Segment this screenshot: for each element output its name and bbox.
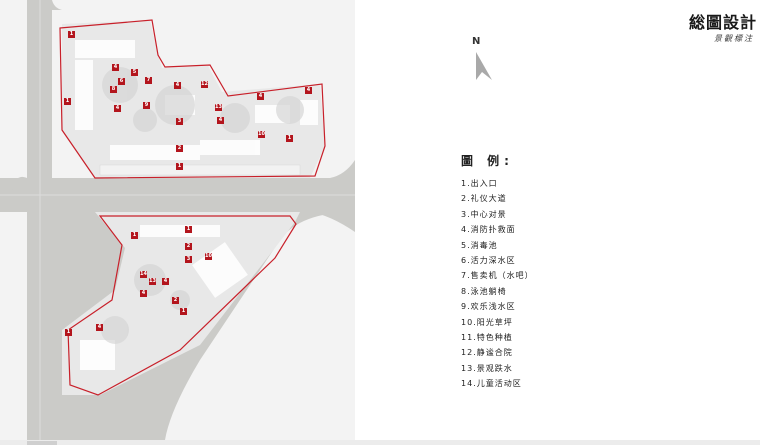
map-marker-2: 2 [176, 145, 183, 152]
map-marker-1: 1 [180, 308, 187, 315]
map-marker-8: 8 [110, 86, 117, 93]
map-marker-4: 4 [112, 64, 119, 71]
legend-item: 7.售卖机（水吧） [461, 271, 534, 281]
map-marker-10: 10 [205, 253, 212, 260]
north-label: N [472, 36, 481, 47]
map-marker-14: 14 [140, 271, 147, 278]
map-marker-9: 9 [143, 102, 150, 109]
legend-item: 2.礼仪大道 [461, 194, 507, 204]
map-marker-1: 1 [64, 98, 71, 105]
bottom-scrollbar-track[interactable] [0, 440, 760, 445]
legend-item: 13.景观跌水 [461, 363, 513, 373]
legend-item: 6.活力深水区 [461, 255, 516, 265]
north-arrow-icon [476, 52, 492, 80]
drawing-subtitle: 景觀標注 [714, 34, 754, 43]
legend-item: 1.出入口 [461, 179, 498, 188]
title-block: 総圖設計 景觀標注 [689, 14, 757, 44]
legend-item: 5.消毒池 [461, 240, 498, 250]
map-marker-10: 10 [258, 131, 265, 138]
map-marker-13: 13 [149, 278, 156, 285]
map-marker-4: 4 [96, 324, 103, 331]
north-arrow: N [470, 36, 500, 86]
map-marker-1: 1 [176, 163, 183, 170]
map-marker-3: 3 [185, 256, 192, 263]
map-marker-2: 2 [172, 297, 179, 304]
map-marker-4: 4 [114, 105, 121, 112]
legend-item: 9.欢乐浅水区 [461, 302, 516, 312]
legend-item: 11.特色种植 [461, 332, 513, 342]
legend-item: 12.静谧合院 [461, 348, 513, 358]
map-marker-4: 4 [140, 290, 147, 297]
map-marker-5: 5 [131, 69, 138, 76]
drawing-title: 総圖設計 [688, 13, 757, 32]
legend-item: 14.儿童活动区 [461, 379, 522, 389]
map-marker-7: 7 [145, 77, 152, 84]
bottom-scrollbar-thumb[interactable] [27, 441, 57, 445]
map-marker-4: 4 [305, 87, 312, 94]
legend-item: 3.中心对景 [461, 209, 507, 219]
map-marker-1: 1 [286, 135, 293, 142]
map-marker-12: 12 [201, 81, 208, 88]
site-boundary [59, 19, 326, 396]
map-marker-2: 2 [185, 243, 192, 250]
map-marker-6: 6 [118, 78, 125, 85]
map-marker-1: 1 [185, 226, 192, 233]
map-marker-1: 1 [68, 31, 75, 38]
map-marker-1: 1 [65, 329, 72, 336]
legend-item: 8.泳池躺椅 [461, 286, 507, 296]
map-marker-4: 4 [174, 82, 181, 89]
map-marker-4: 4 [217, 117, 224, 124]
map-marker-3: 3 [176, 118, 183, 125]
map-marker-4: 4 [257, 93, 264, 100]
map-marker-4: 4 [162, 278, 169, 285]
legend-title: 圖 例: [461, 154, 514, 168]
legend: 圖 例: 1.出入口 2.礼仪大道 3.中心对景 4.消防扑救面 5.消毒池 6… [461, 152, 534, 391]
legend-item: 10.阳光草坪 [461, 317, 513, 327]
map-marker-1: 1 [131, 232, 138, 239]
site-plan-drawing [0, 0, 355, 440]
legend-item: 4.消防扑救面 [461, 225, 516, 235]
map-marker-13: 13 [215, 104, 222, 111]
